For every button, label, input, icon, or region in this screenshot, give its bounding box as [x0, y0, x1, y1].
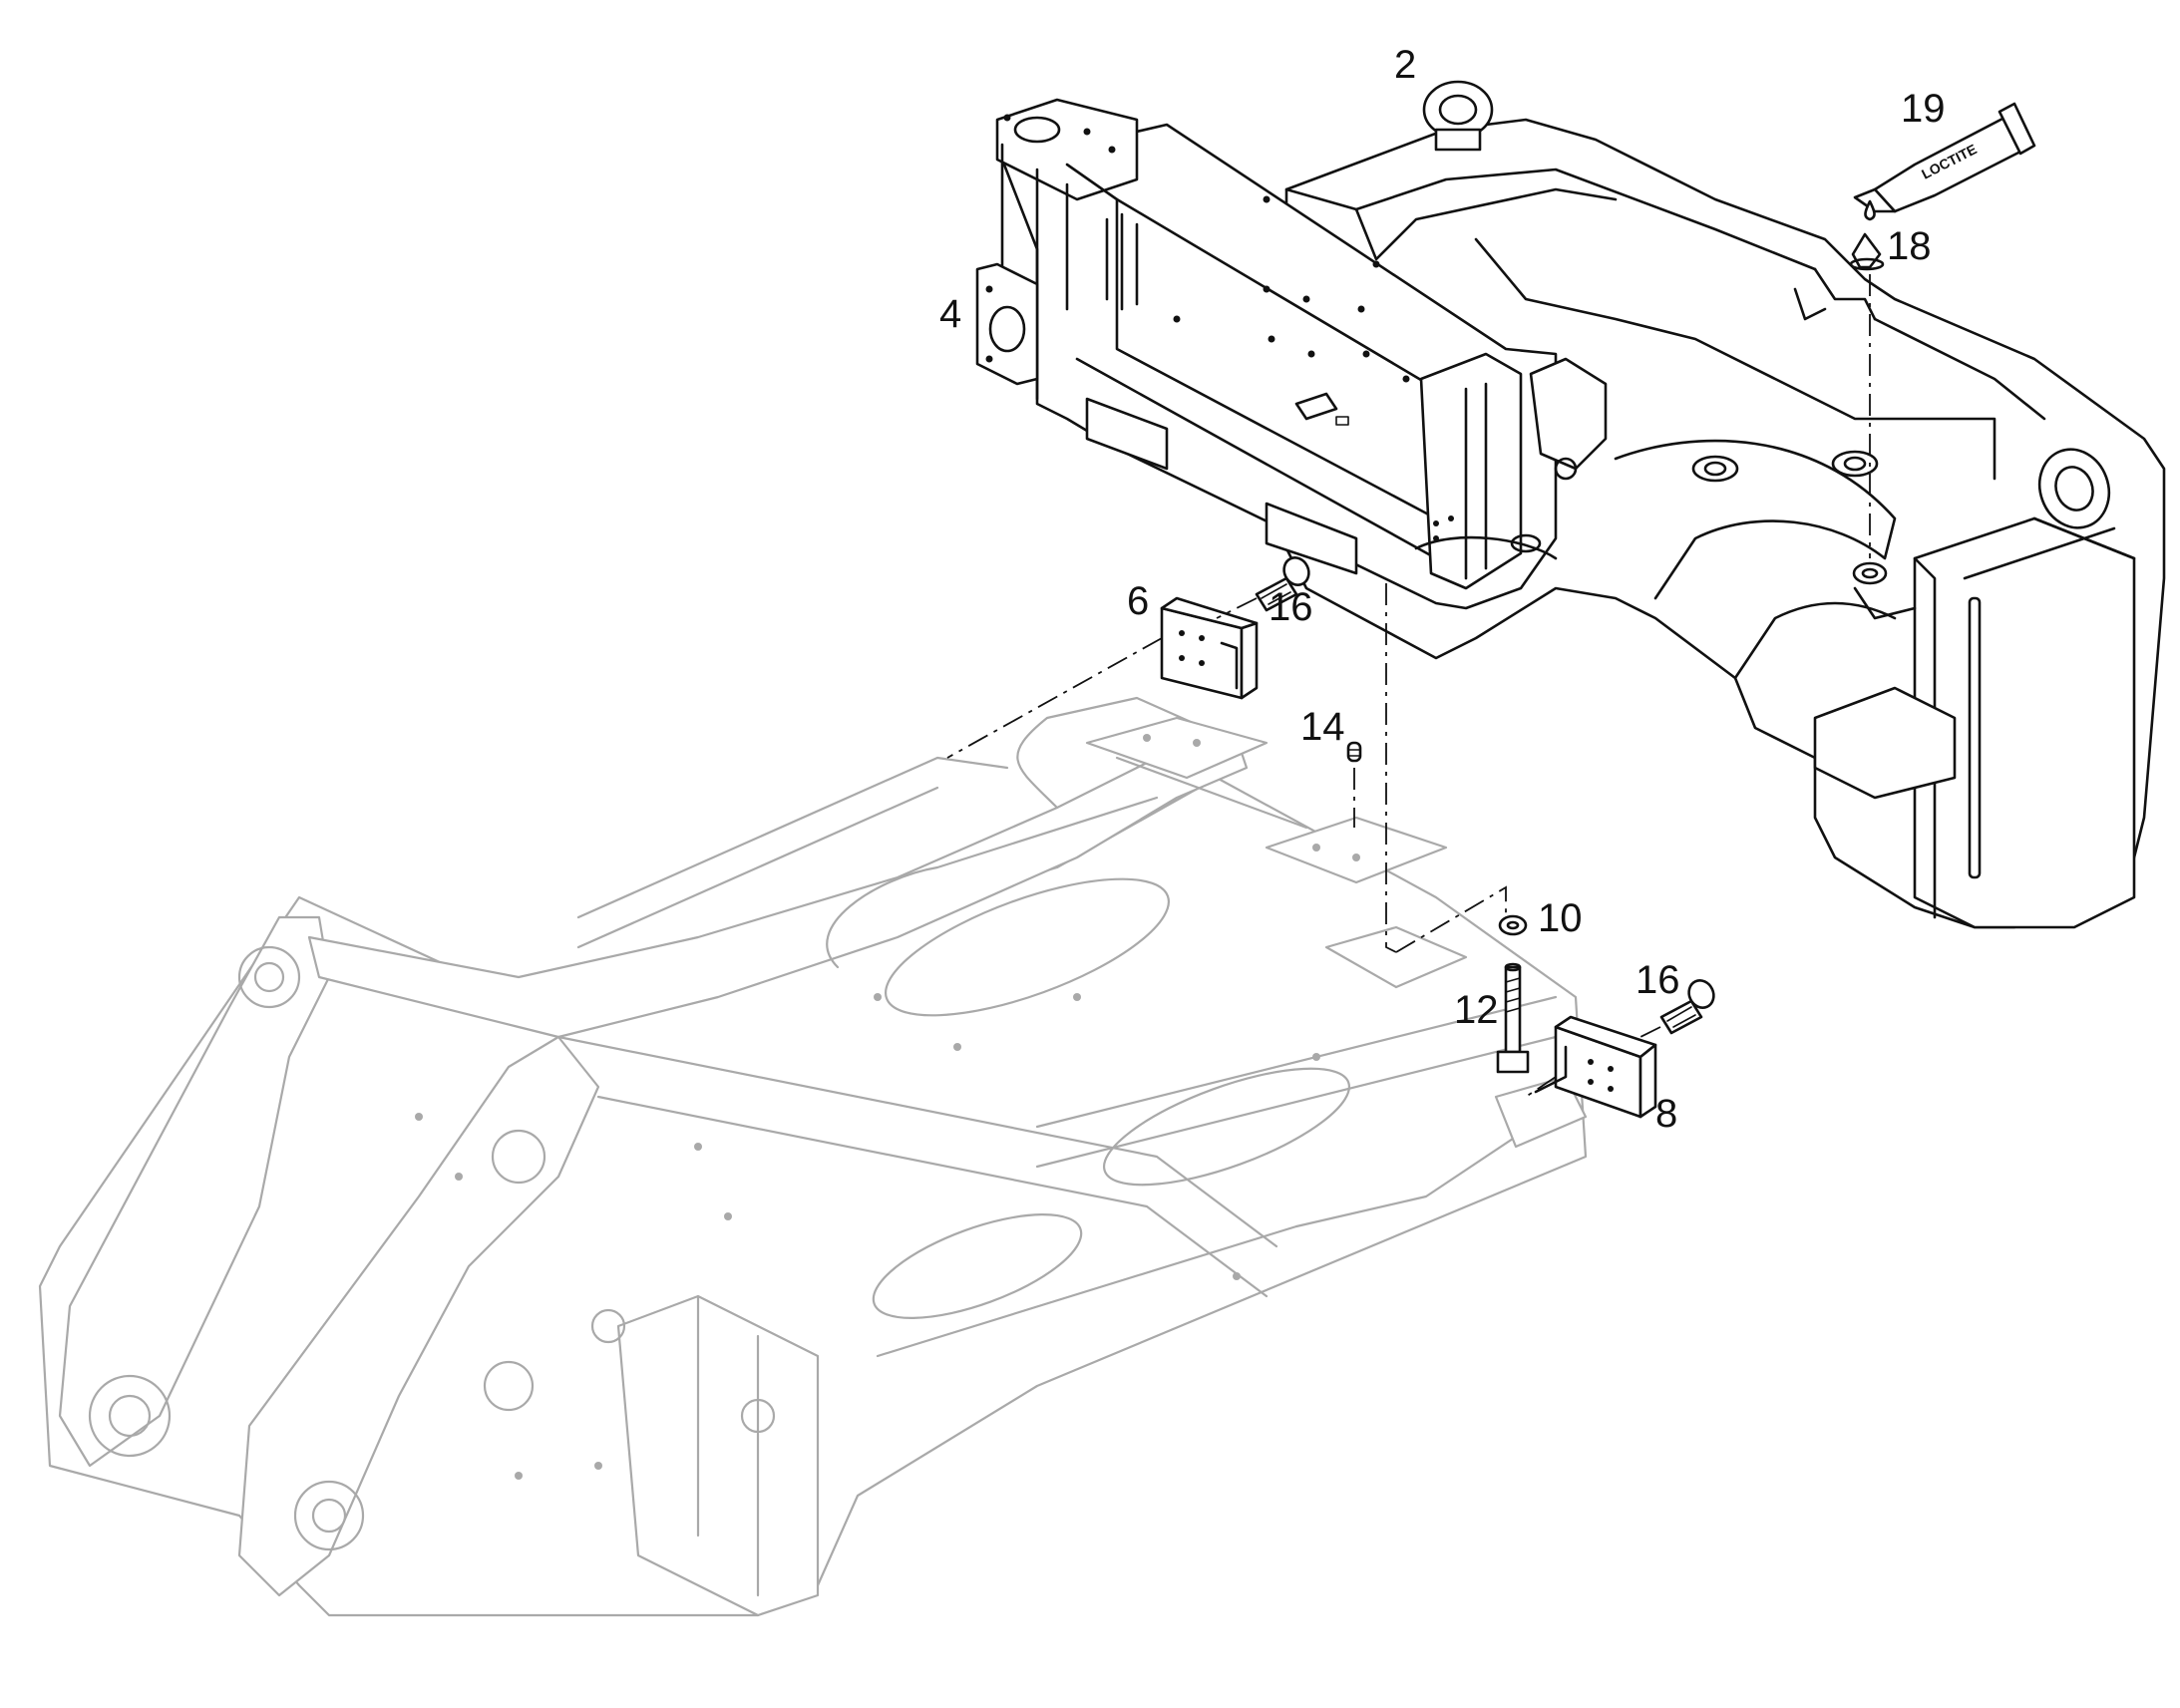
bolt-12: [1496, 962, 1530, 1074]
callout-14: 14: [1300, 705, 1345, 749]
plug-14: [1346, 741, 1362, 763]
callout-18: 18: [1887, 224, 1932, 268]
callout-labels: 2 19 18 4 6 16 14 10 16 12 8: [939, 43, 1946, 1136]
spacer-plate-8: [1534, 1015, 1657, 1119]
bolt-16-upper: [1255, 556, 1310, 612]
spacer-plate-6: [1160, 596, 1259, 700]
chassis-frame: [38, 696, 1588, 1617]
callout-6: 6: [1127, 579, 1149, 623]
loctite-tube-19: LOCTITE: [1853, 102, 2036, 221]
nut-18: [1849, 232, 1885, 271]
callout-10: 10: [1538, 896, 1583, 940]
callout-8: 8: [1655, 1092, 1677, 1136]
counterweight: [1284, 118, 2166, 929]
callout-12: 12: [1454, 988, 1499, 1032]
lifting-eye-2: [1422, 80, 1494, 152]
bolt-16-lower: [1659, 979, 1715, 1035]
assembly-leader-lines: [946, 274, 1871, 1098]
callout-19: 19: [1901, 87, 1946, 131]
callout-16-lower: 16: [1635, 958, 1680, 1002]
callout-16-upper: 16: [1269, 585, 1313, 629]
support-bracket-4: [975, 98, 1608, 610]
callout-4: 4: [939, 292, 961, 336]
callout-2: 2: [1394, 43, 1416, 87]
washer-10: [1498, 914, 1528, 936]
